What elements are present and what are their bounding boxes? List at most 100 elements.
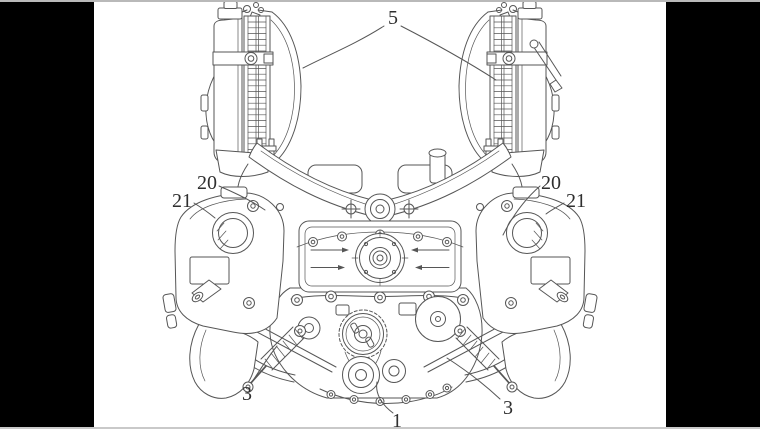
stub-pipe-mouth [428, 148, 447, 158]
boss-center [376, 254, 384, 262]
pipe-left [248, 142, 373, 217]
round-cover [415, 296, 461, 342]
shock-top-eye [294, 325, 306, 337]
center-boss [351, 230, 409, 286]
ref-label-1: 1 [392, 410, 402, 429]
cover-long-bolts [310, 247, 450, 270]
sprocket-ring [345, 316, 381, 352]
left-radiator [200, 1, 302, 199]
leader-5-left [302, 25, 385, 69]
round-cover-hub [430, 311, 446, 327]
boss [457, 294, 469, 306]
intake-port-inner [218, 218, 248, 248]
ref-label-5: 5 [388, 7, 398, 29]
case-detail [398, 302, 417, 316]
head-bolt [243, 297, 255, 309]
ref-label-21-right: 21 [566, 190, 586, 212]
fitting-cross [399, 199, 419, 219]
top-border-line [0, 0, 760, 2]
bolt-center [444, 385, 450, 391]
boss-ticks [351, 230, 409, 286]
boss-center [460, 297, 466, 303]
shock-bottom-eye [242, 381, 254, 393]
bolt [442, 237, 452, 247]
bolt [375, 397, 385, 406]
pipe-left-highlight [260, 150, 372, 207]
left-lower-cowl [162, 293, 259, 399]
sprocket-hub [354, 325, 372, 343]
leader-21-left [193, 202, 216, 219]
spring-rails [260, 326, 305, 371]
boss [291, 294, 303, 306]
top-bolt [253, 2, 259, 8]
side-tab [165, 314, 178, 329]
boss-ring [359, 237, 401, 279]
leader-lines [193, 25, 565, 414]
cap-line [241, 9, 248, 13]
hose-end [549, 79, 563, 93]
port-hatching [216, 222, 229, 250]
leader-1 [376, 381, 394, 414]
flange-bolts [326, 383, 452, 406]
pipe-right-highlight [388, 150, 500, 207]
boss-bolt [391, 269, 397, 275]
case-detail [335, 304, 350, 316]
bolt [401, 395, 411, 404]
bolt [349, 395, 359, 404]
bolt [425, 390, 435, 399]
radiator-tab [200, 125, 209, 140]
junction-center [375, 204, 385, 214]
ref-label-20-left: 20 [197, 172, 217, 194]
boss [325, 290, 337, 303]
ref-label-20-right: 20 [541, 172, 561, 194]
cross-fitting-left [341, 199, 361, 219]
output-shaft-ring [348, 362, 374, 388]
hose-joint [529, 39, 539, 49]
round-cover-center [435, 316, 441, 322]
sprocket-body [342, 313, 384, 355]
strap-fitting-center [247, 55, 255, 62]
radiator-cover-inner [270, 19, 295, 158]
bolt [326, 390, 336, 399]
leader-20-right [502, 185, 541, 236]
bolt-tip [411, 247, 418, 253]
head-bolt-center [246, 300, 252, 306]
coolant-pipe-assembly [248, 142, 512, 236]
cowl-inner [199, 329, 207, 382]
left-shock-absorber [242, 325, 306, 393]
sprocket-center [358, 329, 368, 339]
cowl-body [189, 323, 259, 399]
sprocket-slot [350, 322, 360, 334]
boss [374, 291, 386, 304]
boss-hub-inner [372, 250, 388, 266]
bolt-center [310, 239, 316, 245]
leader-5-right [400, 25, 497, 81]
bolt [442, 383, 452, 393]
engine-block [269, 220, 483, 406]
boss-bolt [391, 241, 397, 247]
pipe-right [387, 142, 512, 217]
bolt-center [427, 392, 433, 397]
center-junction [364, 193, 396, 225]
boss-center [328, 293, 334, 300]
valley-cover-inner [304, 226, 456, 287]
output-shaft [342, 356, 380, 394]
boss-center [294, 297, 300, 303]
bolt-center [403, 397, 409, 402]
bolt-center [415, 234, 421, 239]
shock-top-eye-center [297, 328, 303, 334]
boss-bolt [363, 241, 369, 247]
boss-center [377, 294, 383, 301]
bolt-tip [342, 247, 349, 253]
bolt [413, 231, 423, 242]
radiator-cap-base [217, 7, 243, 20]
head-cover-edge [189, 198, 247, 220]
head-bolt-center [250, 203, 256, 209]
bolt-tip [415, 265, 422, 270]
letterbox-bar-right [666, 2, 760, 427]
ref-label-3-right: 3 [503, 397, 513, 419]
strap-block [263, 53, 274, 64]
radiator-tab [200, 94, 209, 112]
stub-pipe-mouth [191, 291, 204, 303]
